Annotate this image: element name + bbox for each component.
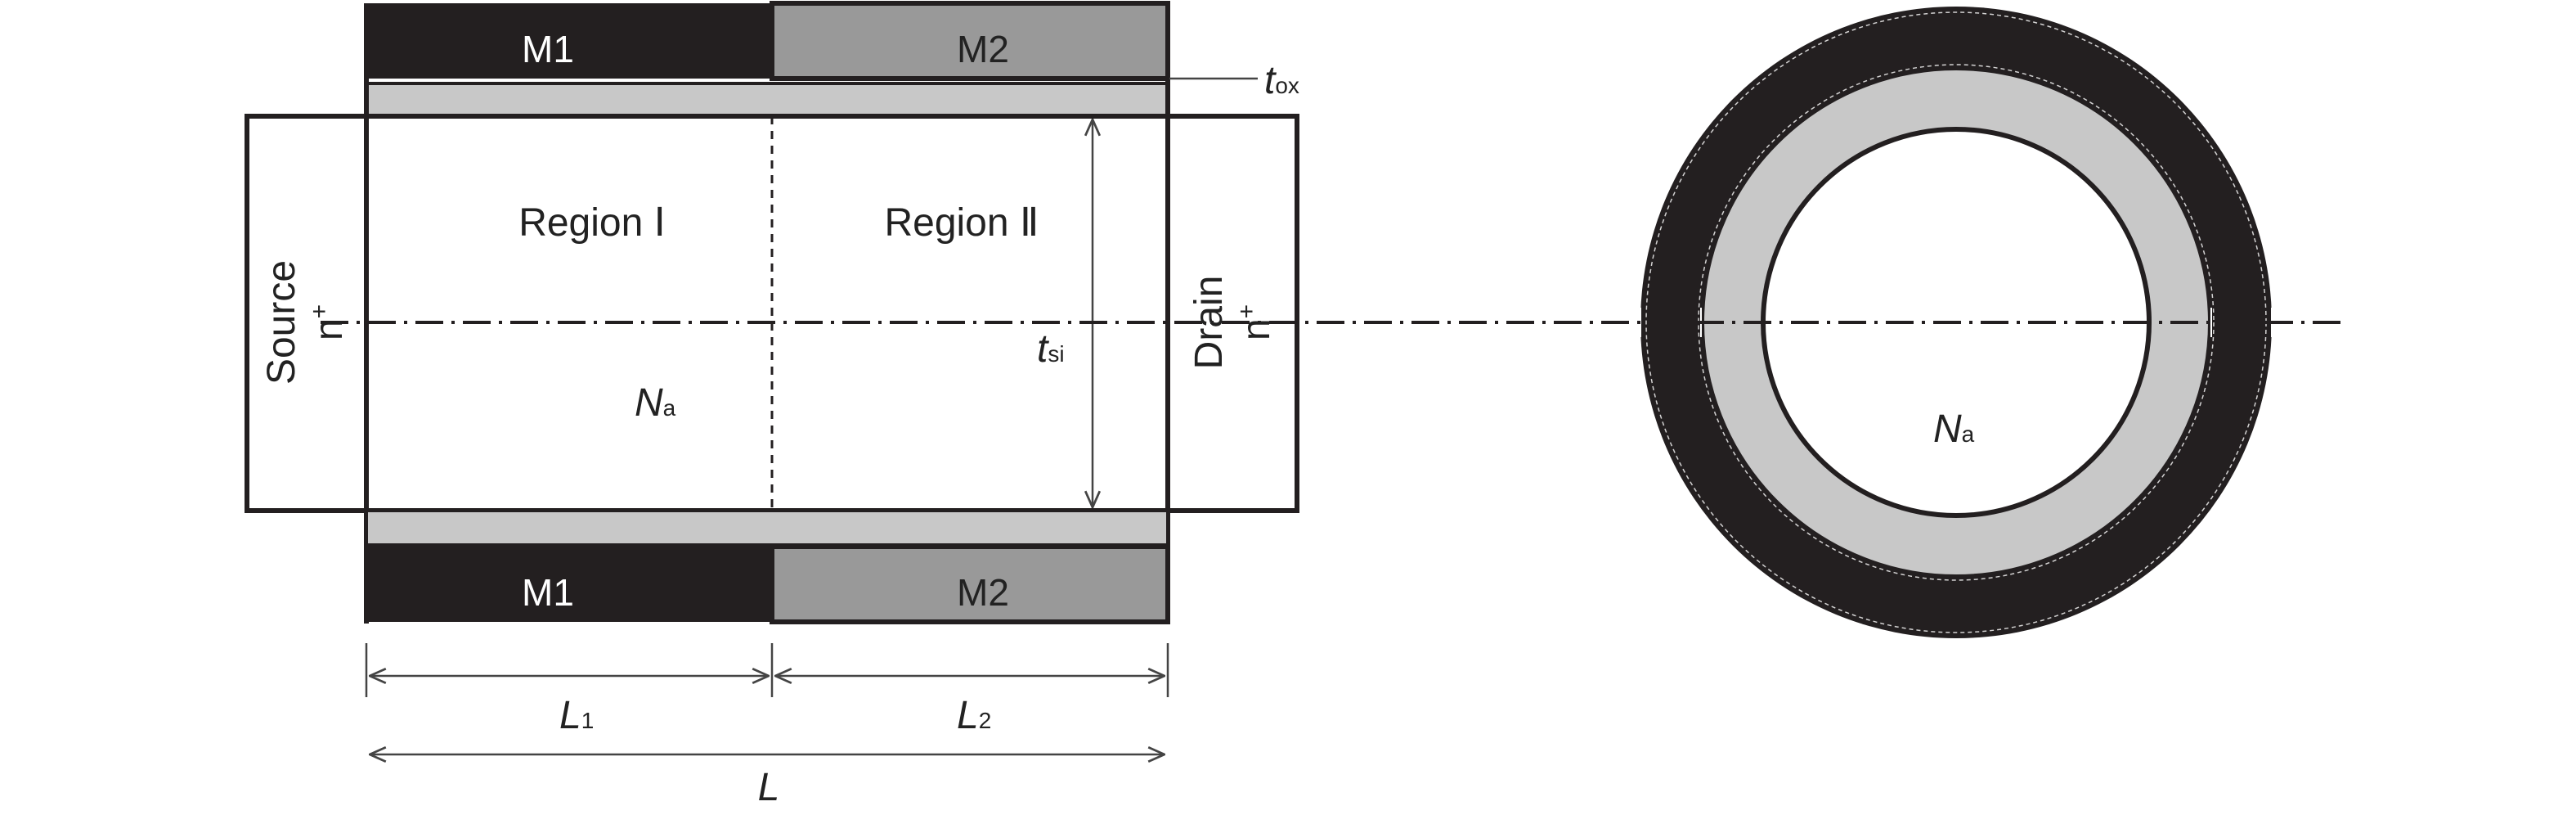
bottom-oxide bbox=[365, 509, 1169, 547]
label-t-ox: tox bbox=[1264, 59, 1299, 102]
label-na-radial: Na bbox=[1933, 408, 1975, 451]
label-region-2: Region Ⅱ bbox=[884, 201, 1039, 245]
label-drain: Drain bbox=[1187, 276, 1231, 370]
t-si-main: t bbox=[1037, 327, 1049, 371]
label-l-total: L bbox=[758, 766, 780, 809]
text-labels: M1 M2 M1 M2 tox Region Ⅰ Region Ⅱ Source… bbox=[260, 28, 1975, 809]
drain-plus: + bbox=[1233, 304, 1260, 319]
l1-sub: 1 bbox=[581, 708, 595, 733]
source-n: n bbox=[307, 318, 351, 340]
t-si-sub: si bbox=[1048, 341, 1064, 367]
label-t-si: tsi bbox=[1037, 327, 1065, 371]
na-long-main: N bbox=[635, 381, 663, 425]
top-oxide bbox=[365, 82, 1169, 118]
t-ox-sub: ox bbox=[1275, 73, 1299, 98]
label-drain-n-plus: n+ bbox=[1233, 304, 1278, 340]
source-plus: + bbox=[306, 304, 333, 319]
label-bottom-m1: M1 bbox=[522, 571, 574, 614]
oxide-highlight bbox=[1698, 64, 2215, 581]
top-gate-m1 bbox=[366, 3, 772, 79]
na-radial-main: N bbox=[1933, 408, 1962, 451]
bottom-gate-m1 bbox=[366, 547, 772, 622]
l2-sub: 2 bbox=[979, 708, 992, 733]
label-top-m2: M2 bbox=[957, 28, 1009, 70]
label-na-longitudinal: Na bbox=[635, 381, 676, 425]
label-top-m1: M1 bbox=[522, 28, 574, 70]
length-dimensions bbox=[365, 643, 1169, 754]
l1-main: L bbox=[559, 694, 581, 737]
longitudinal-section bbox=[245, 1, 1299, 624]
label-source-n-plus: n+ bbox=[306, 304, 351, 340]
label-bottom-m2: M2 bbox=[957, 571, 1009, 614]
na-long-sub: a bbox=[663, 395, 676, 421]
l2-main: L bbox=[957, 694, 979, 737]
t-ox-main: t bbox=[1264, 59, 1277, 102]
label-source: Source bbox=[260, 260, 303, 385]
drain-n: n bbox=[1235, 318, 1278, 340]
label-l2: L2 bbox=[957, 694, 991, 737]
na-radial-sub: a bbox=[1962, 421, 1975, 447]
bottom-gate-m2 bbox=[770, 544, 1170, 624]
top-gate-m2 bbox=[770, 1, 1170, 81]
label-l1: L1 bbox=[559, 694, 594, 737]
label-region-1: Region Ⅰ bbox=[518, 201, 666, 245]
